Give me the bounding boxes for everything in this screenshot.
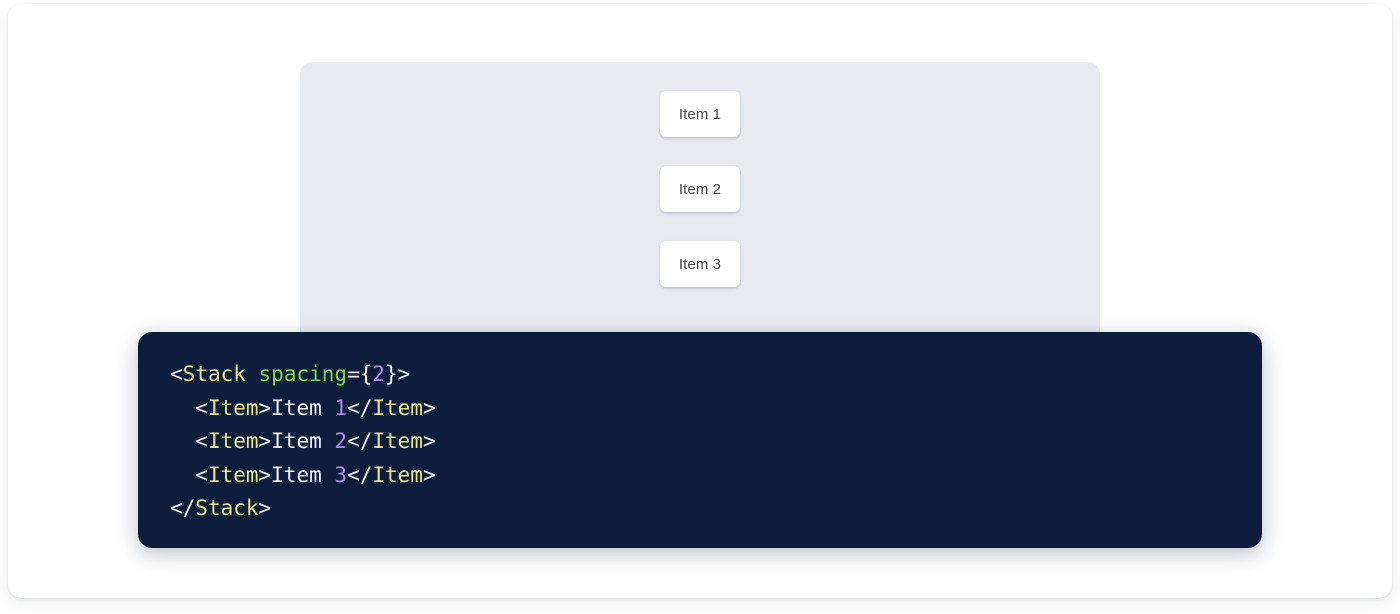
code-token-num: 2 bbox=[334, 429, 347, 453]
code-token-punct: > bbox=[259, 429, 272, 453]
code-token-punct: < bbox=[195, 463, 208, 487]
code-token-punct: > bbox=[259, 396, 272, 420]
code-token-tag: Item bbox=[372, 463, 423, 487]
code-token-text: Item bbox=[271, 429, 334, 453]
code-snippet-text: <Stack spacing={2}> <Item>Item 1</Item> … bbox=[170, 358, 1262, 526]
code-token-punct: > bbox=[259, 463, 272, 487]
code-token-punct: < bbox=[170, 362, 183, 386]
code-token-punct: </ bbox=[170, 496, 195, 520]
code-token-punct: </ bbox=[347, 463, 372, 487]
stack-preview-panel: Item 1 Item 2 Item 3 bbox=[300, 62, 1100, 362]
code-token-attr: spacing bbox=[259, 362, 348, 386]
code-token-punct: > bbox=[259, 496, 272, 520]
code-token-punct: > bbox=[423, 429, 436, 453]
stack-container: Item 1 Item 2 Item 3 bbox=[300, 91, 1100, 287]
code-token-tag: Item bbox=[372, 429, 423, 453]
code-token-tag: Stack bbox=[195, 496, 258, 520]
code-token-text: Item bbox=[271, 396, 334, 420]
code-token-punct: < bbox=[195, 429, 208, 453]
code-token-tag: Item bbox=[372, 396, 423, 420]
code-token-tag: Item bbox=[208, 429, 259, 453]
code-token-punct: < bbox=[195, 396, 208, 420]
code-token-punct: > bbox=[423, 396, 436, 420]
code-token-num: 3 bbox=[334, 463, 347, 487]
code-token-num: 1 bbox=[334, 396, 347, 420]
code-token-tag: Stack bbox=[183, 362, 246, 386]
code-token-punct: }> bbox=[385, 362, 410, 386]
code-token-punct: > bbox=[423, 463, 436, 487]
code-token-text bbox=[246, 362, 259, 386]
code-token-tag: Item bbox=[208, 396, 259, 420]
code-token-punct: </ bbox=[347, 396, 372, 420]
stack-item[interactable]: Item 3 bbox=[660, 241, 740, 287]
code-token-text: Item bbox=[271, 463, 334, 487]
code-token-punct: ={ bbox=[347, 362, 372, 386]
code-snippet-block[interactable]: <Stack spacing={2}> <Item>Item 1</Item> … bbox=[138, 332, 1262, 548]
stack-item[interactable]: Item 1 bbox=[660, 91, 740, 137]
code-token-punct: </ bbox=[347, 429, 372, 453]
stack-item[interactable]: Item 2 bbox=[660, 166, 740, 212]
code-token-tag: Item bbox=[208, 463, 259, 487]
code-token-num: 2 bbox=[372, 362, 385, 386]
